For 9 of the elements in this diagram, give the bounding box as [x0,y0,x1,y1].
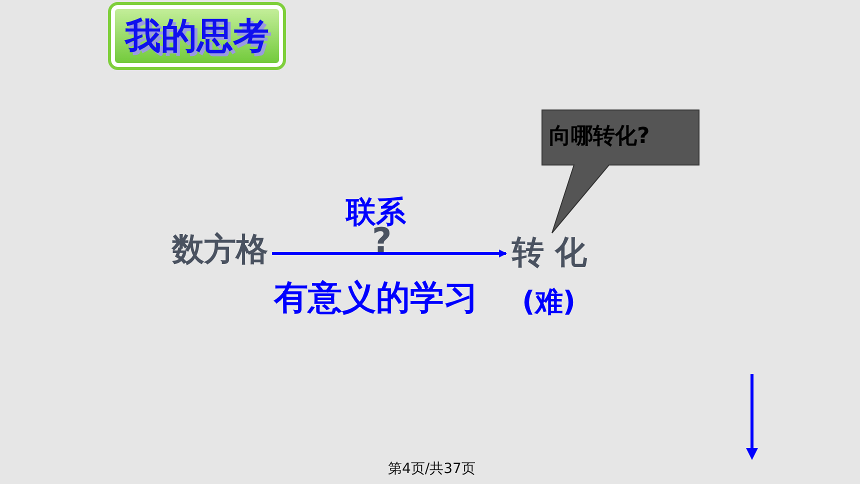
note-text: (难) [522,288,576,316]
concept-label: 有意义的学习 [274,281,478,315]
heading-badge: 我的思考 [108,2,286,70]
edge-label: 联系 [346,198,406,228]
page-number: 第4页/共37页 [388,462,476,476]
arrow [272,250,507,258]
speech-bubble: 向哪转化? [541,109,701,235]
concept-text: 数方格 [172,233,268,265]
concept-text: 转 化 [512,236,588,268]
